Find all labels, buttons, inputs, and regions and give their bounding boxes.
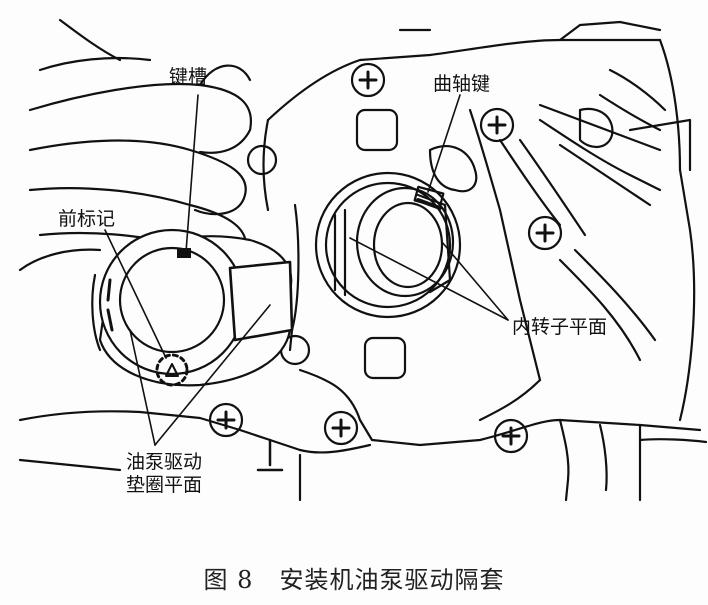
crankshaft-snout bbox=[314, 171, 462, 319]
hand bbox=[18, 18, 252, 272]
leader-inner-rotor-1 bbox=[349, 237, 509, 321]
leader-front-mark bbox=[104, 229, 167, 359]
label-crank-key: 曲轴键 bbox=[433, 73, 491, 95]
label-pump-drive: 油泵驱动 垫圈平面 bbox=[108, 451, 220, 497]
label-keyway: 键槽 bbox=[169, 66, 208, 88]
caption-title: 安装机油泵驱动隔套 bbox=[279, 566, 505, 594]
leader-keyway bbox=[185, 94, 199, 253]
caption-number: 图 8 bbox=[203, 566, 254, 594]
label-pump-drive-line2: 垫圈平面 bbox=[125, 473, 202, 496]
leader-crank-key bbox=[427, 94, 461, 193]
label-inner-rotor-flat: 内转子平面 bbox=[512, 316, 608, 338]
engine-block bbox=[18, 20, 708, 502]
leader-lines bbox=[104, 94, 509, 446]
leader-pump-drive-2 bbox=[154, 304, 271, 446]
label-front-mark: 前标记 bbox=[58, 208, 116, 230]
bolt-heads bbox=[208, 62, 563, 454]
leader-pump-drive-1 bbox=[129, 329, 156, 446]
figure-caption: 图 8 安装机油泵驱动隔套 bbox=[0, 560, 708, 595]
oil-pump-spacer bbox=[91, 228, 294, 472]
label-pump-drive-line1: 油泵驱动 bbox=[125, 451, 202, 473]
leader-inner-rotor-2 bbox=[441, 241, 509, 321]
